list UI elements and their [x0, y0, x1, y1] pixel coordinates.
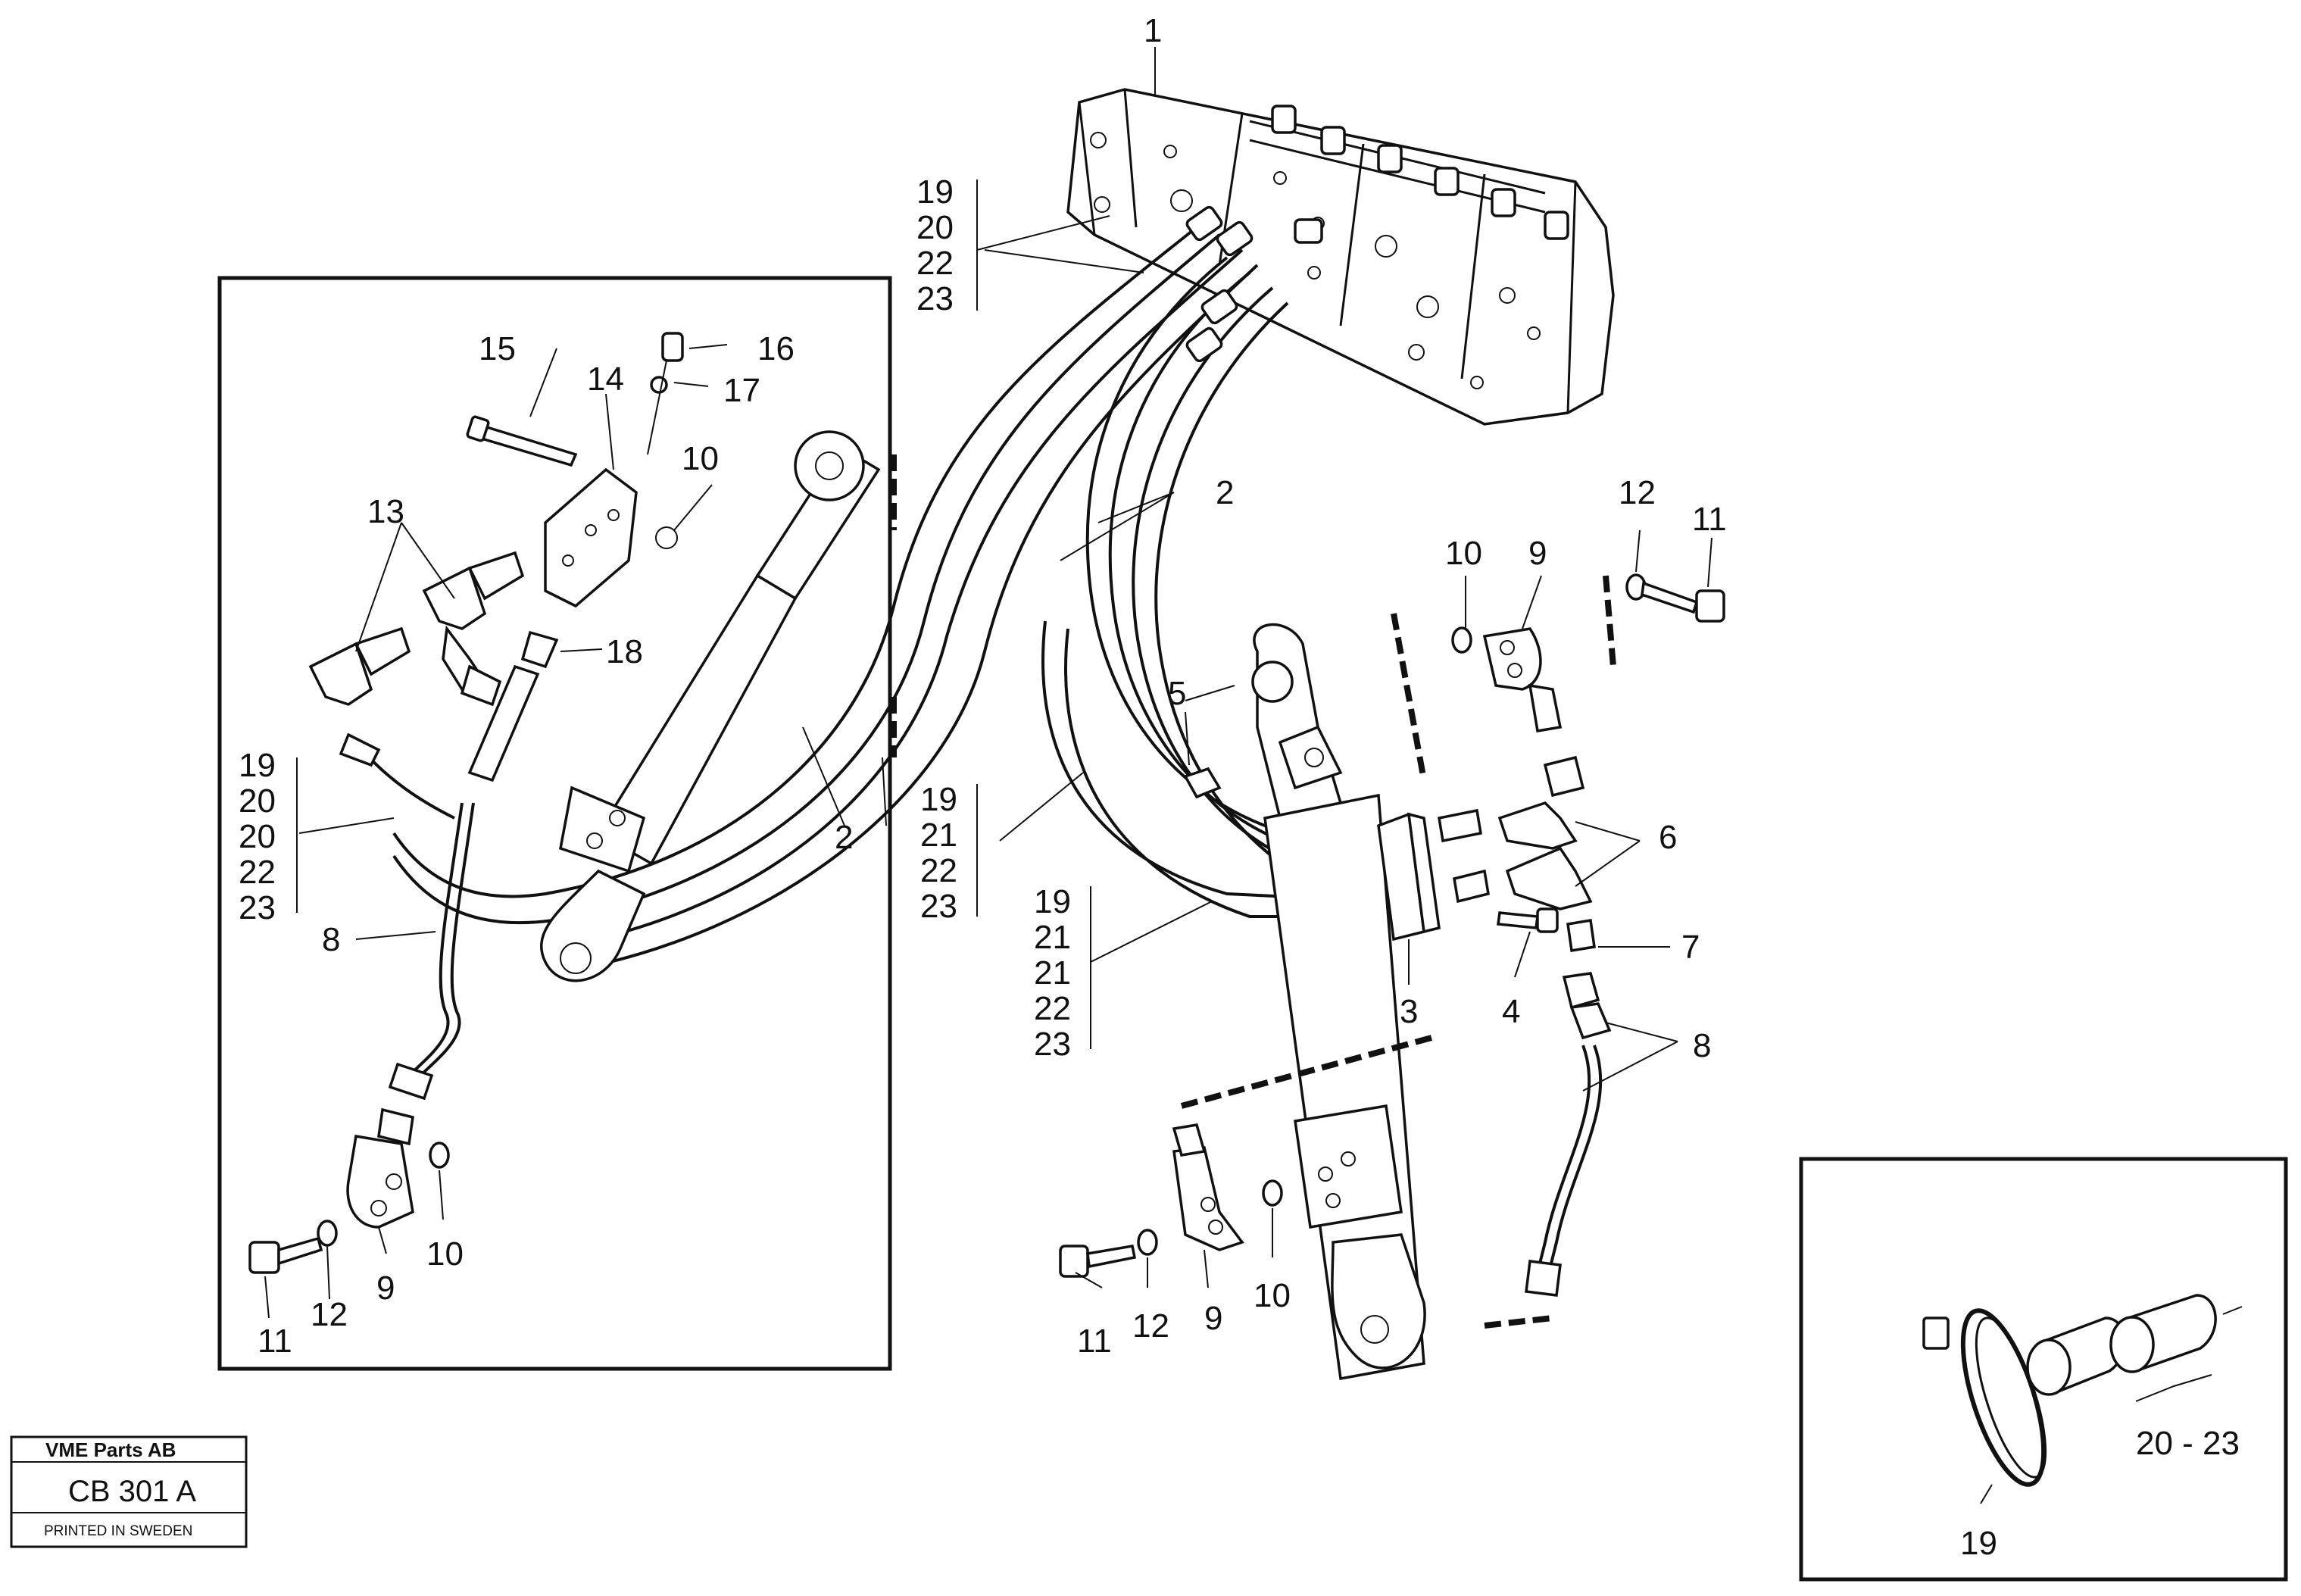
callout-15: 15: [479, 330, 516, 367]
bracket-bars: [296, 180, 1091, 1049]
callout-5: 5: [1168, 675, 1186, 712]
callout-18: 18: [606, 633, 643, 670]
group-low-line-3: 21: [1034, 954, 1071, 992]
group-top-line-2: 20: [916, 209, 954, 246]
callout-16: 16: [757, 330, 795, 367]
callout-6: 6: [1659, 819, 1677, 856]
callout-8-left: 8: [322, 921, 340, 958]
screw-15: [466, 415, 578, 467]
washer-10-bottom-right: [1262, 1179, 1283, 1207]
stamp-printed: PRINTED IN SWEDEN: [44, 1523, 192, 1539]
washer-10-left: [429, 1142, 450, 1169]
bolt-11-left: [248, 1236, 323, 1274]
elbow-fittings-6: [1437, 755, 1593, 910]
callout-9-left: 9: [376, 1270, 395, 1307]
callout-12-left: 12: [311, 1296, 348, 1333]
callout-group-low: 19 21 21 22 23: [1034, 883, 1071, 1063]
group-low-line-1: 19: [1034, 883, 1071, 920]
group-left-line-3: 20: [239, 818, 276, 855]
group-mid-line-1: 19: [920, 781, 957, 818]
hose-clamp-19-detail: [1922, 1308, 2047, 1487]
clamp-9-left: [346, 1134, 414, 1229]
callout-11-bottom-right: 11: [1077, 1323, 1112, 1360]
callout-group-mid: 19 21 22 23: [920, 781, 957, 925]
stamp-code: CB 301 A: [68, 1475, 196, 1508]
callout-9-bottom-right: 9: [1204, 1300, 1222, 1337]
group-top-line-4: 23: [916, 280, 954, 317]
title-stamp: VME Parts AB CB 301 A PRINTED IN SWEDEN: [10, 1435, 248, 1548]
callout-13: 13: [367, 493, 404, 530]
group-low-line-4: 22: [1034, 990, 1071, 1027]
pipe-8-left: [339, 732, 475, 1146]
screw-4: [1497, 907, 1559, 933]
mounting-dashes: [891, 454, 1616, 1329]
valve-ports: [1090, 132, 1541, 389]
callout-2-right: 2: [1216, 474, 1234, 511]
group-low-line-2: 21: [1034, 919, 1071, 956]
washer-10-top-right: [1451, 626, 1472, 654]
valve-caps: [1271, 105, 1569, 240]
callout-10-left-bottom: 10: [426, 1235, 464, 1273]
callout-10-top-right: 10: [1445, 535, 1482, 572]
callout-9-top-right: 9: [1528, 535, 1547, 572]
callout-11-top-right: 11: [1692, 501, 1727, 538]
callout-7: 7: [1681, 929, 1700, 966]
washer-12-left: [317, 1220, 338, 1247]
callout-12-bottom-right: 12: [1132, 1307, 1169, 1345]
callout-14: 14: [587, 361, 624, 398]
callout-10-left-top: 10: [682, 440, 719, 477]
group-left-line-4: 22: [239, 854, 276, 891]
distribution-block: [544, 467, 638, 608]
callout-11-left: 11: [258, 1323, 292, 1360]
callout-group-left: 19 20 20 22 23: [239, 747, 276, 926]
clamp-9-bottom-right: [1172, 1123, 1244, 1251]
nut-5: [1183, 767, 1222, 799]
hose-block-3: [1377, 812, 1441, 942]
pipe-8-right: [1525, 1002, 1612, 1297]
bleeder-16-17: [647, 332, 684, 455]
callout-2-left: 2: [835, 819, 853, 856]
group-left-line-2: 20: [239, 782, 276, 820]
hydraulic-hoses: [392, 205, 1387, 971]
callout-17: 17: [723, 372, 760, 409]
callout-range-detail: 20 - 23: [2136, 1425, 2240, 1462]
stamp-company: VME Parts AB: [45, 1438, 176, 1461]
callout-4: 4: [1502, 993, 1520, 1030]
group-low-line-5: 23: [1034, 1026, 1071, 1063]
callout-labels: 1 2 2 3 4 5 6 7 8 8 9 9 9 10 10 10 10 11…: [258, 12, 2240, 1562]
callout-12-top-right: 12: [1619, 474, 1656, 511]
group-top-line-3: 22: [916, 245, 954, 282]
group-top-line-1: 19: [916, 173, 954, 211]
group-mid-line-2: 21: [920, 817, 957, 854]
callout-1: 1: [1144, 12, 1162, 49]
callout-19-detail: 19: [1960, 1525, 1997, 1562]
bolt-11-top-right: [1641, 581, 1725, 623]
lift-cylinder-left: [540, 430, 881, 982]
group-left-line-1: 19: [239, 747, 276, 784]
callout-8-right: 8: [1693, 1027, 1711, 1064]
o-ring-10-left: [655, 526, 678, 549]
washer-12-bottom-right: [1137, 1229, 1158, 1256]
hose-sleeves-detail: [2026, 1294, 2243, 1396]
callout-group-top: 19 20 22 23: [916, 173, 954, 317]
callout-10-bottom-right: 10: [1254, 1277, 1291, 1314]
adapter-7: [1562, 918, 1600, 1010]
inset-frame-left: [217, 276, 892, 1371]
lift-cylinder-right: [1251, 623, 1426, 1381]
group-mid-line-3: 22: [920, 852, 957, 889]
inset-frame-detail: [1799, 1157, 2288, 1582]
fitting-18: [460, 630, 559, 782]
callout-3: 3: [1400, 993, 1418, 1030]
clamp-9-top-right: [1482, 627, 1563, 733]
group-mid-line-4: 23: [920, 888, 957, 925]
group-left-line-5: 23: [239, 889, 276, 926]
control-valve-block: [1066, 88, 1615, 426]
bolt-11-bottom-right: [1059, 1244, 1137, 1278]
leader-lines: [264, 47, 2212, 1504]
